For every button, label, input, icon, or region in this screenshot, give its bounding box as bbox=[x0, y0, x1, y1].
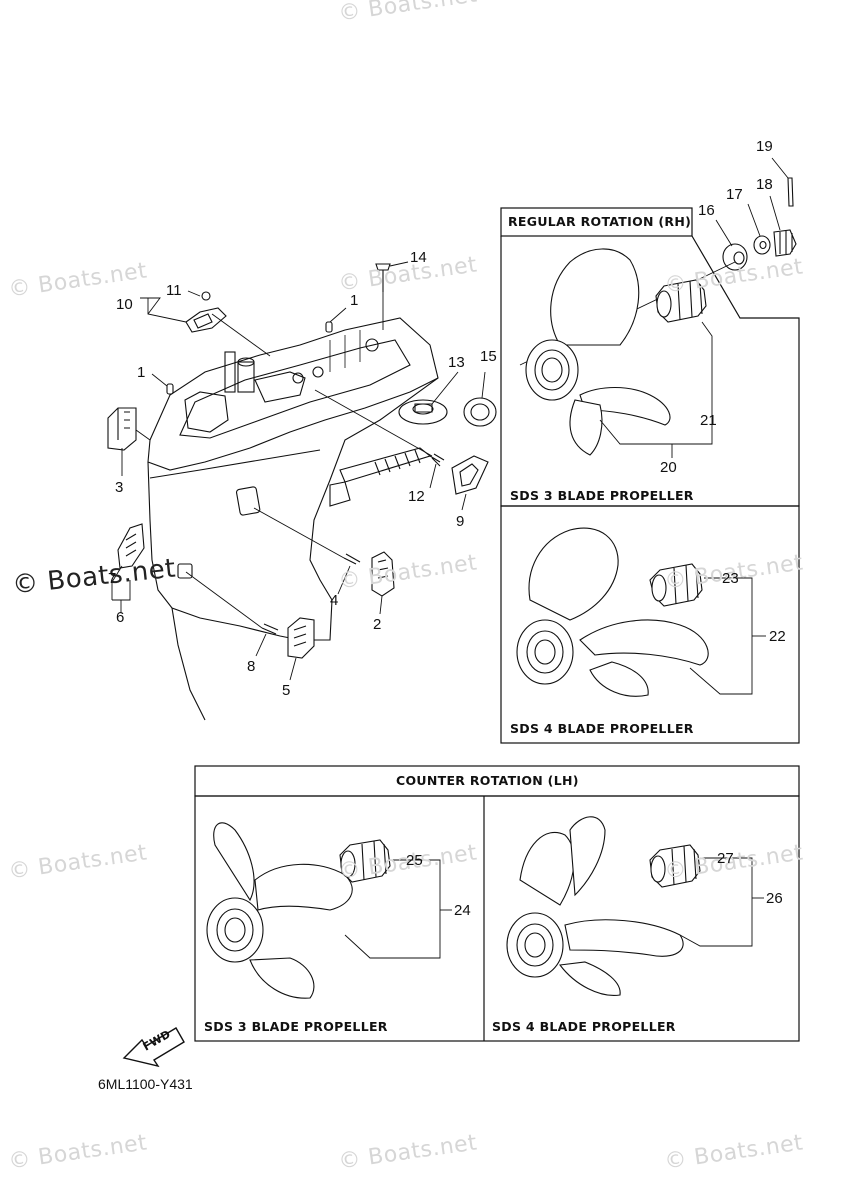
regular-rotation-title: REGULAR ROTATION (RH) bbox=[508, 214, 692, 229]
counter-rotation-title: COUNTER ROTATION (LH) bbox=[396, 773, 579, 788]
callout-16: 16 bbox=[698, 202, 715, 219]
small-parts bbox=[107, 263, 497, 659]
diagram-code: 6ML1100-Y431 bbox=[98, 1076, 193, 1092]
callout-26: 26 bbox=[766, 890, 783, 907]
callout-21: 21 bbox=[700, 412, 717, 429]
counter-rotation-frame bbox=[194, 765, 800, 1042]
callout-11: 11 bbox=[166, 282, 182, 299]
callout-12: 12 bbox=[408, 488, 425, 505]
rh-4-blade-propeller bbox=[516, 527, 709, 697]
callout-25: 25 bbox=[406, 852, 423, 869]
callout-17: 17 bbox=[726, 186, 743, 203]
callout-27: 27 bbox=[717, 850, 734, 867]
lh-3-blade-propeller bbox=[206, 822, 391, 999]
callout-20: 20 bbox=[660, 459, 677, 476]
callout-24: 24 bbox=[454, 902, 471, 919]
callout-8: 8 bbox=[247, 658, 256, 675]
callout-4: 4 bbox=[330, 592, 339, 609]
callout-9: 9 bbox=[456, 513, 465, 530]
callout-18: 18 bbox=[756, 176, 773, 193]
lh-3-blade-caption: SDS 3 BLADE PROPELLER bbox=[204, 1019, 388, 1034]
rh-3-blade-propeller bbox=[525, 248, 707, 456]
callout-1: 1 bbox=[137, 364, 146, 381]
lower-unit-housing bbox=[147, 317, 439, 721]
callout-22: 22 bbox=[769, 628, 786, 645]
regular-rotation-frame bbox=[500, 207, 800, 744]
callout-7: 7 bbox=[108, 570, 117, 587]
lh-4-blade-propeller bbox=[506, 816, 701, 996]
callout-5: 5 bbox=[282, 682, 291, 699]
lh-4-blade-caption: SDS 4 BLADE PROPELLER bbox=[492, 1019, 676, 1034]
leader-lines bbox=[111, 157, 789, 959]
callout-10: 10 bbox=[116, 296, 133, 313]
callout-6: 6 bbox=[116, 609, 125, 626]
callout-19: 19 bbox=[756, 138, 773, 155]
callout-13: 13 bbox=[448, 354, 465, 371]
rh-3-blade-caption: SDS 3 BLADE PROPELLER bbox=[510, 488, 694, 503]
callout-14: 14 bbox=[410, 249, 427, 266]
callout-15: 15 bbox=[480, 348, 497, 365]
callout-1: 1 bbox=[350, 292, 359, 309]
rh-4-blade-caption: SDS 4 BLADE PROPELLER bbox=[510, 721, 694, 736]
callout-2: 2 bbox=[373, 616, 382, 633]
callout-23: 23 bbox=[722, 570, 739, 587]
fwd-arrow bbox=[122, 1027, 185, 1068]
callout-3: 3 bbox=[115, 479, 124, 496]
